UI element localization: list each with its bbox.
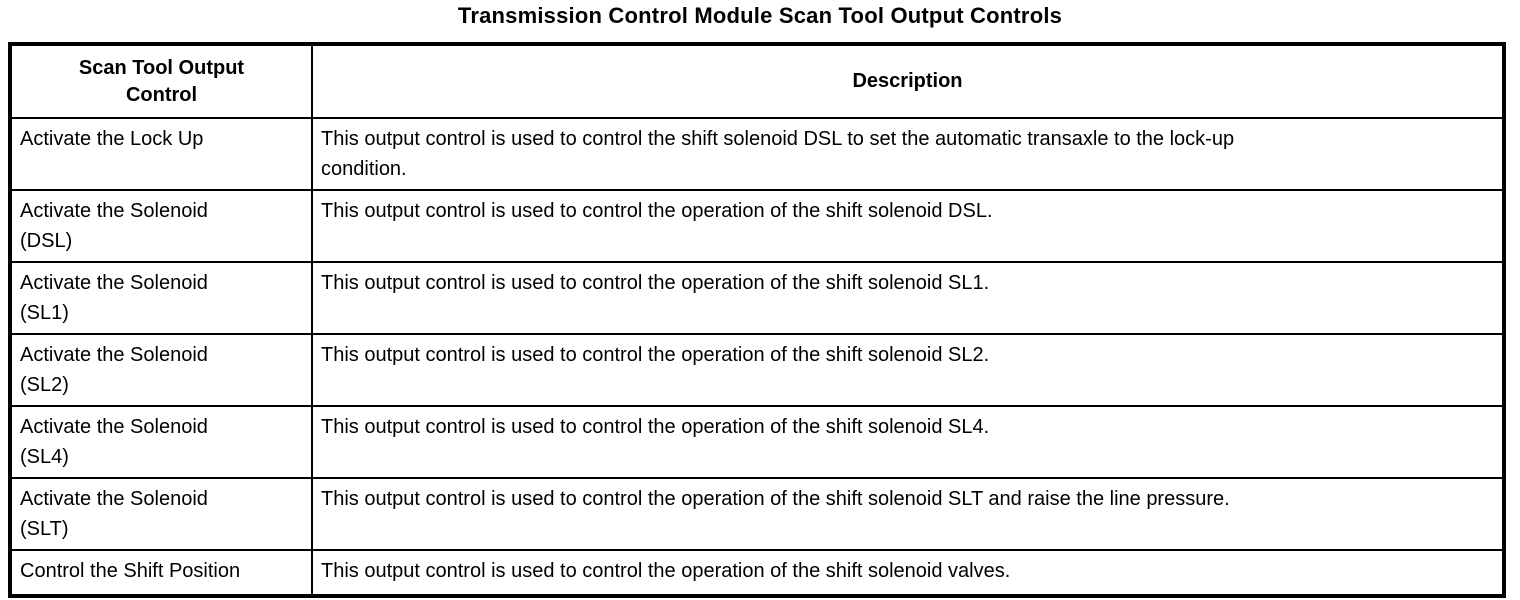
table-row: Activate the Lock Up This output control… bbox=[9, 117, 1505, 191]
control-label: Activate the Solenoid (SLT) bbox=[20, 488, 208, 540]
header-row: Scan Tool Output Control Description bbox=[9, 43, 1505, 119]
table-row: Activate the Solenoid (SL2) This output … bbox=[9, 333, 1505, 407]
description-cell: This output control is used to control t… bbox=[311, 189, 1505, 263]
control-cell: Activate the Solenoid (SL4) bbox=[9, 405, 313, 479]
document-title: Transmission Control Module Scan Tool Ou… bbox=[457, 3, 1063, 28]
control-column-header-label: Scan Tool Output Control bbox=[78, 56, 245, 106]
description-column-header: Description bbox=[311, 43, 1505, 119]
control-label: Activate the Lock Up bbox=[20, 128, 204, 150]
description-text: This output control is used to control t… bbox=[321, 560, 1011, 582]
description-text: This output control is used to control t… bbox=[321, 344, 990, 366]
description-text: This output control is used to control t… bbox=[321, 272, 990, 294]
control-label: Activate the Solenoid (SL1) bbox=[20, 272, 208, 324]
description-cell: This output control is used to control t… bbox=[311, 261, 1505, 335]
description-text: This output control is used to control t… bbox=[321, 488, 1230, 510]
table-row: Activate the Solenoid (SL1) This output … bbox=[9, 261, 1505, 335]
control-cell: Activate the Solenoid (SLT) bbox=[9, 477, 313, 551]
output-controls-table: Scan Tool Output Control Description Act… bbox=[8, 42, 1506, 598]
description-text: This output control is used to control t… bbox=[321, 416, 990, 438]
control-cell: Activate the Solenoid (SL2) bbox=[9, 333, 313, 407]
control-label: Activate the Solenoid (DSL) bbox=[20, 200, 208, 252]
description-text: This output control is used to control t… bbox=[321, 200, 993, 222]
control-label: Control the Shift Position bbox=[20, 560, 241, 582]
description-text: This output control is used to control t… bbox=[321, 128, 1235, 180]
description-column-header-label: Description bbox=[852, 70, 963, 92]
description-cell: This output control is used to control t… bbox=[311, 549, 1505, 597]
description-cell: This output control is used to control t… bbox=[311, 333, 1505, 407]
description-cell: This output control is used to control t… bbox=[311, 405, 1505, 479]
description-cell: This output control is used to control t… bbox=[311, 477, 1505, 551]
control-column-header: Scan Tool Output Control bbox=[9, 43, 313, 119]
description-cell: This output control is used to control t… bbox=[311, 117, 1505, 191]
control-cell: Activate the Solenoid (SL1) bbox=[9, 261, 313, 335]
table-row: Activate the Solenoid (SL4) This output … bbox=[9, 405, 1505, 479]
control-label: Activate the Solenoid (SL4) bbox=[20, 416, 208, 468]
control-cell: Control the Shift Position bbox=[9, 549, 313, 597]
table-row: Control the Shift Position This output c… bbox=[9, 549, 1505, 597]
table-row: Activate the Solenoid (DSL) This output … bbox=[9, 189, 1505, 263]
control-label: Activate the Solenoid (SL2) bbox=[20, 344, 208, 396]
control-cell: Activate the Solenoid (DSL) bbox=[9, 189, 313, 263]
table-row: Activate the Solenoid (SLT) This output … bbox=[9, 477, 1505, 551]
control-cell: Activate the Lock Up bbox=[9, 117, 313, 191]
